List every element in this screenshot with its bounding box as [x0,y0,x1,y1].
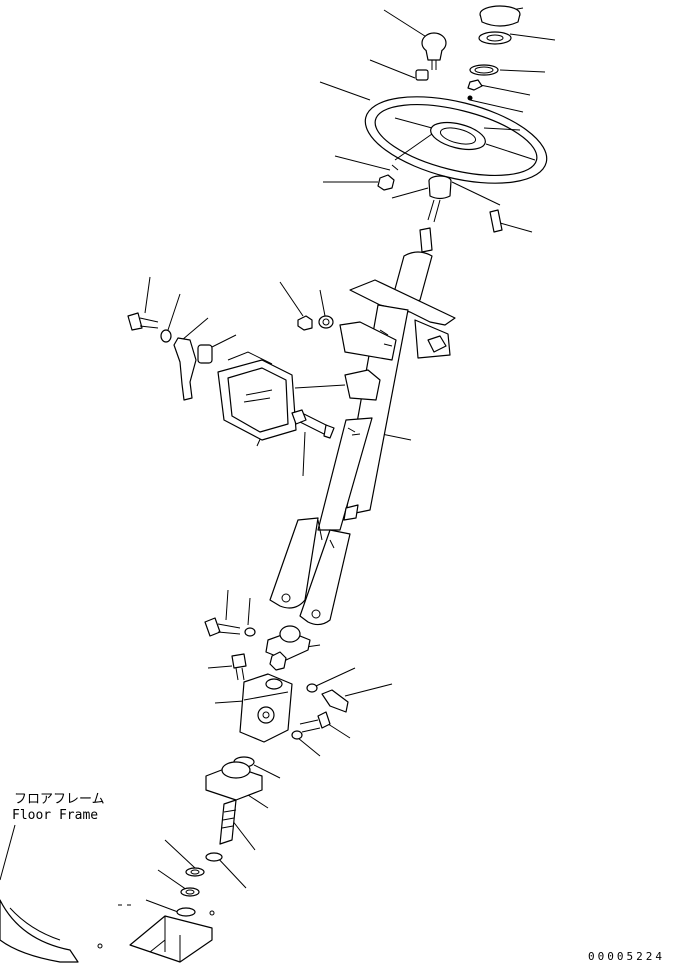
floor-frame-label-en: Floor Frame [12,808,99,823]
drawing-code: 00005224 [588,950,665,963]
lower-shaft-bearing [205,756,263,862]
tilt-lever [127,312,213,401]
hub-parts [377,164,503,233]
column-bracket-bolts [297,315,334,331]
lower-washers [176,867,205,917]
floor-frame-label-jp: フロアフレーム [14,792,105,807]
spinner-knob [415,32,447,81]
horn-cap-assembly [467,5,521,101]
floor-plate [97,910,215,963]
steering-wheel [364,96,548,184]
steering-column [269,227,456,626]
lock-cover [217,351,297,441]
universal-joint [204,617,349,743]
floor-frame [0,824,79,963]
column-bolt [291,409,335,439]
